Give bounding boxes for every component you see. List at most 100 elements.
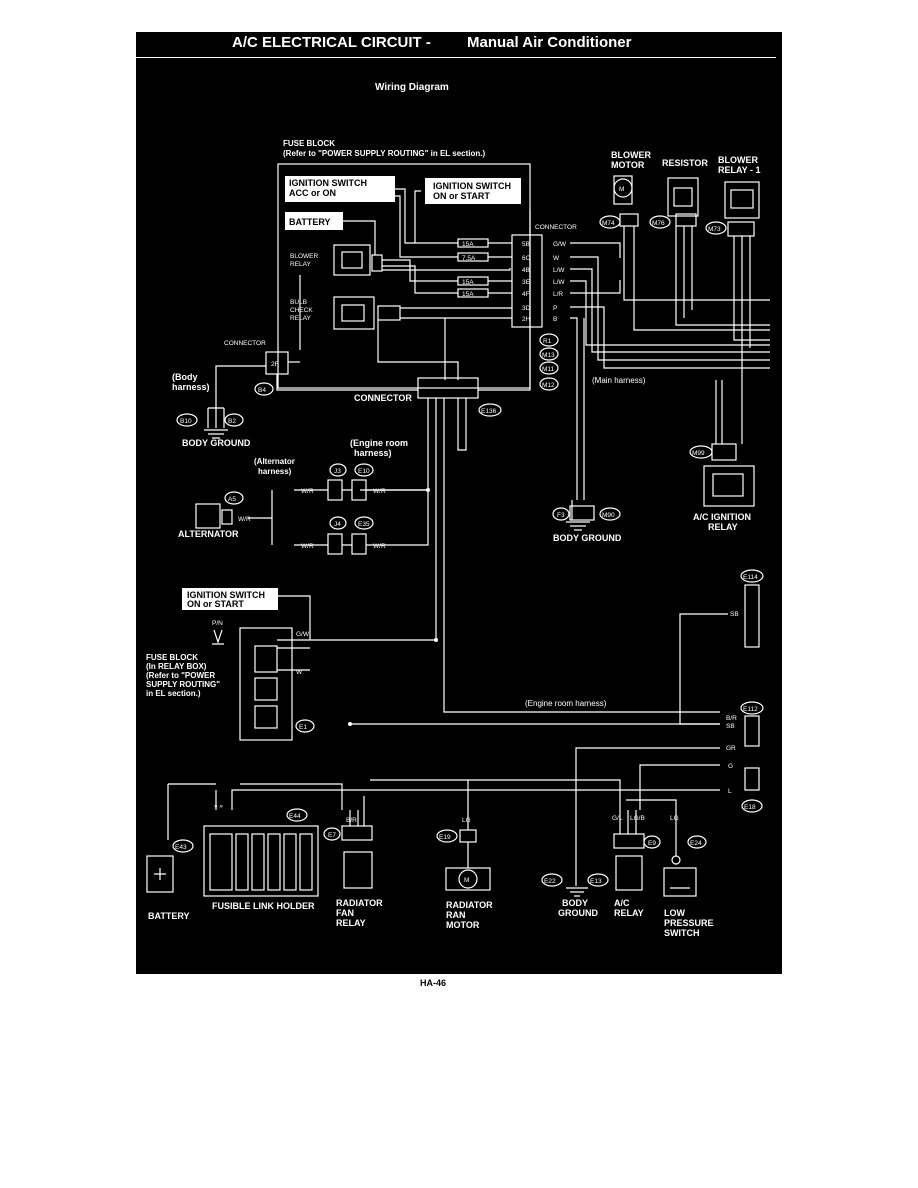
conn-b4 xyxy=(254,382,274,396)
ign-acc-box xyxy=(285,176,395,202)
bulb-check-relay-label-3: RELAY xyxy=(290,315,311,322)
conn-e22 xyxy=(541,873,563,887)
engine-room-lower-label: (Engine room harness) xyxy=(525,699,607,708)
wire-tag-w: W xyxy=(553,255,560,262)
battery-plus xyxy=(154,868,166,880)
wire-bulbcheck-down xyxy=(377,320,459,380)
blower-relay1-label-2: RELAY - 1 xyxy=(718,165,761,175)
conn-e13-label: E13 xyxy=(590,878,602,885)
e35-plug xyxy=(351,533,367,555)
ign-acc-label-2: ACC or ON xyxy=(289,188,336,198)
e114-connector xyxy=(744,584,760,648)
wire-blower-fuse4 xyxy=(382,265,458,294)
connector-mid-block xyxy=(417,377,479,399)
radfan-motor-connector xyxy=(459,829,477,843)
wire-fusible-to-relay xyxy=(240,783,343,810)
ground-symbol-bottom xyxy=(566,870,588,897)
wire-tag-gr: GR xyxy=(726,745,736,752)
m99-connector xyxy=(711,443,737,461)
engine-room-upper-2: harness) xyxy=(354,448,392,458)
engine-room-upper-1: (Engine room xyxy=(350,438,408,448)
pin-3e: 3E xyxy=(522,279,531,286)
wire-right-return xyxy=(478,210,531,391)
wire-p-out xyxy=(570,306,770,369)
pin-4f: 4F xyxy=(522,291,530,298)
connector-left-label: CONNECTOR xyxy=(224,340,266,347)
pin-2f: 2F xyxy=(271,361,279,368)
wire-tag-wr-2: W/R xyxy=(373,488,386,495)
wire-b-out xyxy=(570,317,578,500)
ign-start-lower-2: ON or START xyxy=(187,599,244,609)
conn-m11 xyxy=(539,361,559,375)
alternator-symbol xyxy=(195,503,221,529)
conn-b10-label: B10 xyxy=(180,418,192,425)
wire-radfan-relay xyxy=(349,796,365,826)
ac-relay-connector xyxy=(613,833,645,849)
fuse-block-lower-2: (In RELAY BOX) xyxy=(146,662,207,671)
wire-lw-out xyxy=(570,268,770,353)
wire-tag-g: G xyxy=(728,763,733,770)
conn-e22-label: E22 xyxy=(544,878,556,885)
conn-j3-label: J3 xyxy=(334,468,341,475)
conn-m90-label: M90 xyxy=(602,512,615,519)
ground-symbol-left xyxy=(204,407,228,439)
alternator-plug xyxy=(221,509,233,525)
junction-dot xyxy=(426,488,430,492)
wire-tag-wr-alt: W/R xyxy=(238,516,251,523)
wire-tag-sb-2: SB xyxy=(726,723,735,730)
radfan-relay-label-3: RELAY xyxy=(336,918,366,928)
fuse-2-rating: 7.5A xyxy=(462,255,476,262)
conn-e24-label: E24 xyxy=(690,840,702,847)
fuse-row: 15A 7.5A 15A 15A xyxy=(457,238,489,298)
body-ground-left-label: BODY GROUND xyxy=(182,438,251,448)
conn-e7 xyxy=(323,827,341,841)
pin-5b: 5B xyxy=(522,241,530,248)
ac-relay-symbol xyxy=(615,855,643,891)
conn-e35 xyxy=(354,516,374,530)
body-ground-bottom-1: BODY xyxy=(562,898,588,908)
conn-f3 xyxy=(552,507,570,521)
conn-e43-label: E43 xyxy=(175,844,187,851)
pin-4b: 4B xyxy=(522,267,530,274)
conn-e114 xyxy=(740,569,764,583)
wire-ac-relay xyxy=(619,810,637,834)
wire-tag-br: B/R xyxy=(726,715,737,722)
ac-ign-relay-label-2: RELAY xyxy=(708,522,738,532)
conn-e9 xyxy=(643,835,661,849)
ac-ign-relay-label-1: A/C IGNITION xyxy=(693,512,751,522)
resistor-label: RESISTOR xyxy=(662,158,708,168)
wire-engine-room xyxy=(443,398,720,713)
ground-symbol-mid xyxy=(566,500,590,531)
wire-tag-wr-4: W/R xyxy=(373,543,386,550)
conn-e114-label: E114 xyxy=(743,574,758,581)
junction-dot xyxy=(348,722,352,726)
wire-battery-link xyxy=(167,783,217,840)
body-harness-label-1: (Body xyxy=(172,372,198,382)
wire-blower-motor-down xyxy=(623,226,770,301)
alt-harness-1: (Alternator xyxy=(254,457,295,466)
conn-b4-label: B4 xyxy=(258,387,266,394)
wire-acc-fuse xyxy=(395,188,458,244)
conn-m12 xyxy=(539,377,559,391)
conn-b2-label: B2 xyxy=(228,418,236,425)
fuse-block-lower-outline xyxy=(239,627,293,741)
conn-e136-label: E136 xyxy=(481,408,497,415)
bulb-check-relay-coil xyxy=(341,304,365,322)
connector-id-column: R1 M13 M11 M12 xyxy=(539,333,559,391)
wire-tag-gw-lower: G/W xyxy=(296,631,310,638)
page-title-left: A/C ELECTRICAL CIRCUIT - xyxy=(232,34,431,51)
wire-tag-lw-2: L/W xyxy=(553,279,565,286)
conn-a5 xyxy=(224,491,244,505)
conn-e10-label: E10 xyxy=(358,468,370,475)
blower-motor-label-2: MOTOR xyxy=(611,160,645,170)
conn-m73-label: M73 xyxy=(708,226,721,233)
bulb-check-relay-symbol xyxy=(333,296,375,330)
ign-start-label-1: IGNITION SWITCH xyxy=(433,181,511,191)
wire-start-junction xyxy=(414,190,421,243)
radfan-relay-label-2: FAN xyxy=(336,908,354,918)
main-harness-label: (Main harness) xyxy=(592,376,646,385)
m76-connector xyxy=(675,213,697,227)
j4-plug xyxy=(327,533,343,555)
radfan-relay-symbol xyxy=(343,851,373,889)
wire-alt-return xyxy=(398,489,429,546)
